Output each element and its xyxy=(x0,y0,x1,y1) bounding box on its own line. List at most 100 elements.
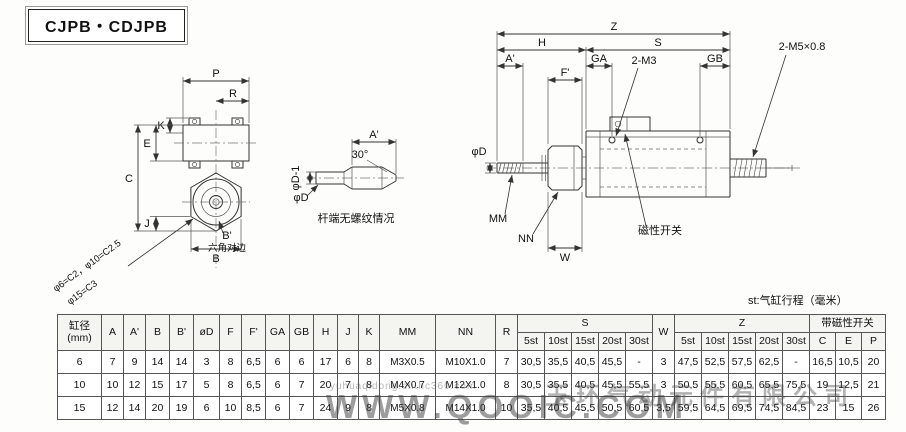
stroke-note: st:气缸行程（毫米） xyxy=(748,293,848,307)
cell-bore: 10 xyxy=(57,373,102,397)
col-subheader-s-3: 20st xyxy=(598,332,626,351)
col-header-11: K xyxy=(358,314,380,351)
col-subheader-switch-0: C xyxy=(809,332,836,351)
table-cell: 45,5 xyxy=(571,396,599,420)
table-cell: 60,5 xyxy=(625,396,653,420)
table-cell: 7 xyxy=(101,350,124,374)
table-cell: - xyxy=(625,350,653,374)
boss-thread-label: 2-M5×0.8 xyxy=(779,41,826,53)
table-cell: 6 xyxy=(265,350,290,374)
col-header-3: B' xyxy=(169,314,194,351)
col-group-switch: 带磁性开关 xyxy=(809,314,886,333)
dim-label-b-prime: B' xyxy=(222,230,231,242)
table-cell: - xyxy=(782,350,810,374)
col-subheader-z-4: 30st xyxy=(782,332,810,351)
table-cell: 40,5 xyxy=(571,350,599,374)
table-cell: 62,5 xyxy=(755,350,783,374)
table-cell: 8 xyxy=(358,396,380,420)
table-cell: 74,5 xyxy=(755,396,783,420)
table-cell: 69,5 xyxy=(728,396,756,420)
table-cell: 40,5 xyxy=(544,396,572,420)
table-cell: 30,5 xyxy=(517,350,545,374)
table-cell: 7 xyxy=(289,373,314,397)
table-cell: 45,5 xyxy=(598,350,626,374)
table-cell: 35,5 xyxy=(544,373,572,397)
table-cell: 45,5 xyxy=(598,373,626,397)
table-cell: 75,5 xyxy=(782,373,810,397)
col-header-5: F xyxy=(219,314,242,351)
dim-label-c: C xyxy=(125,173,133,185)
table-cell: 12,5 xyxy=(835,373,862,397)
col-subheader-s-4: 30st xyxy=(625,332,653,351)
dim-label-h: H xyxy=(538,37,546,49)
table-cell: 20 xyxy=(313,373,338,397)
col-subheader-z-3: 20st xyxy=(755,332,783,351)
col-subheader-s-1: 10st xyxy=(544,332,572,351)
rod-end-caption: 杆端无螺纹情况 xyxy=(318,211,395,225)
col-subheader-switch-2: P xyxy=(861,332,886,351)
table-cell: 8 xyxy=(219,350,242,374)
table-cell: 15 xyxy=(835,396,862,420)
magnetic-switch-label: 磁性开关 xyxy=(638,223,682,237)
table-cell: M12X1.0 xyxy=(435,373,496,397)
table-cell: 50,5 xyxy=(674,373,702,397)
table-cell: 3 xyxy=(193,350,220,374)
col-subheader-z-1: 10st xyxy=(701,332,729,351)
table-cell: 7 xyxy=(289,396,314,420)
col-header-12: MM xyxy=(379,314,436,351)
side-view xyxy=(486,116,800,198)
col-header-13: NN xyxy=(435,314,496,351)
table-cell: 5 xyxy=(193,373,220,397)
technical-drawings: P R K E C J B B' 六角对边 φ6=C xyxy=(51,21,848,307)
table-cell: 6 xyxy=(193,396,220,420)
table-cell: 57,5 xyxy=(728,350,756,374)
cell-bore: 6 xyxy=(57,350,102,374)
table-cell: 3 xyxy=(652,373,675,397)
table-cell: 24 xyxy=(313,396,338,420)
col-subheader-z-2: 15st xyxy=(728,332,756,351)
table-cell: 10 xyxy=(495,396,518,420)
dim-label-b: B xyxy=(212,253,219,265)
table-cell: M14X1.0 xyxy=(435,396,496,420)
table-cell: 55,5 xyxy=(625,373,653,397)
dim-label-rod-d: φD xyxy=(293,192,308,204)
col-header-bore-label: 缸径 xyxy=(69,319,90,332)
angle-label: 30° xyxy=(352,149,369,161)
table-cell: 6 xyxy=(289,350,314,374)
col-header-6: F' xyxy=(241,314,266,351)
col-header-w: W xyxy=(652,314,675,351)
table-cell: 8 xyxy=(358,350,380,374)
dim-label-rod-d1: φD-1 xyxy=(290,166,302,191)
col-group-z: Z xyxy=(674,314,810,333)
table-cell: 8,5 xyxy=(241,396,266,420)
table-cell: M3X0.5 xyxy=(379,350,436,374)
table-cell: 65,5 xyxy=(755,373,783,397)
table-cell: 50,5 xyxy=(598,396,626,420)
table-cell: M5X0.8 xyxy=(379,396,436,420)
dim-label-p: P xyxy=(212,68,219,80)
table-cell: 6 xyxy=(265,373,290,397)
table-cell: 10 xyxy=(101,373,124,397)
table-cell: 40,5 xyxy=(571,373,599,397)
table-cell: 6,5 xyxy=(241,350,266,374)
table-cell: 23 xyxy=(809,396,836,420)
dim-label-r: R xyxy=(229,88,237,100)
table-cell: 6 xyxy=(337,350,359,374)
table-cell: 16,5 xyxy=(809,350,836,374)
col-header-bore: 缸径(mm) xyxy=(57,314,102,351)
table-cell: 10,5 xyxy=(835,350,862,374)
series-title-box: CJPB・CDJPB xyxy=(25,6,188,45)
table-cell: 8 xyxy=(495,373,518,397)
mount-thread-label: NN xyxy=(518,233,534,245)
col-header-0: A xyxy=(101,314,124,351)
dim-label-gb: GB xyxy=(707,53,723,65)
table-cell: 35,5 xyxy=(517,396,545,420)
dim-label-d: φD xyxy=(471,146,486,158)
col-subheader-switch-1: E xyxy=(835,332,862,351)
table-cell: 17 xyxy=(313,350,338,374)
table-cell: 35,5 xyxy=(544,350,572,374)
